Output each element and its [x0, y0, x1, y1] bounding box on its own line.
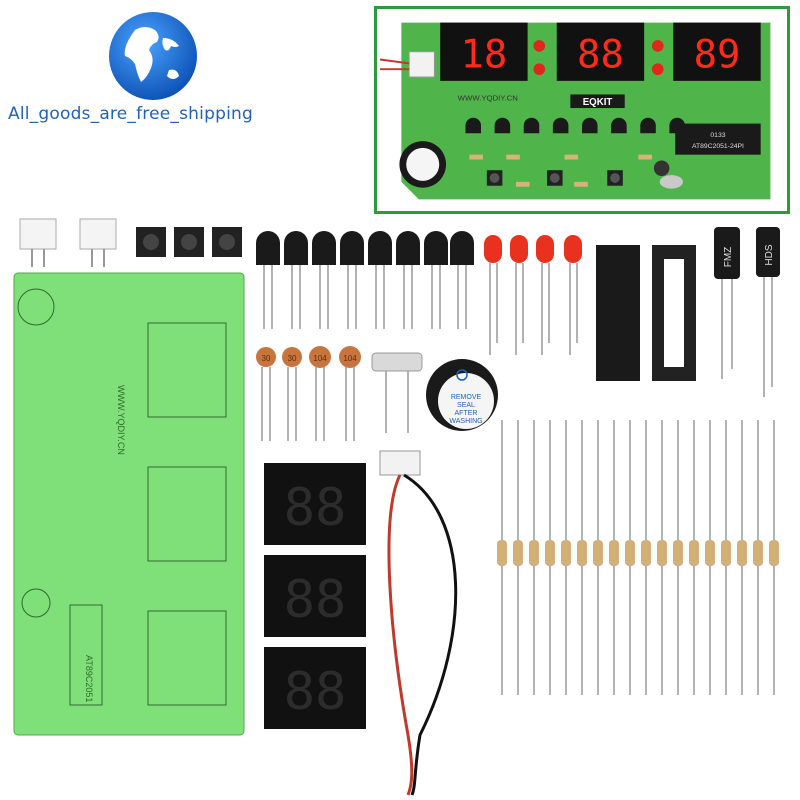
assembled-board-photo: 18 88 89 WWW.YQDIY.CN EQKIT 0133 AT89C20… — [374, 6, 790, 214]
cap-code-1: 30 — [262, 354, 271, 363]
electrolytic-capacitors: FMZ HDS — [714, 227, 780, 397]
cap-code-2: 30 — [288, 354, 297, 363]
cap-label-1: FMZ — [723, 247, 734, 268]
buzzer-line-2: SEAL — [457, 402, 475, 409]
svg-text:88: 88 — [284, 570, 347, 630]
push-buttons — [136, 227, 242, 257]
buzzer: REMOVE SEAL AFTER WASHING — [426, 359, 498, 431]
connector-2pin — [19, 218, 117, 267]
buzzer-line-3: AFTER — [455, 410, 478, 417]
kit-parts: WWW.YQDIY.CN AT89C2051 FMZ HDS 30 — [13, 218, 780, 796]
seven-seg-display: 18 — [440, 22, 528, 81]
board-url: WWW.YQDIY.CN — [458, 93, 518, 102]
mcu-label: AT89C2051-24PI — [692, 143, 744, 150]
cap-label-2: HDS — [764, 244, 775, 265]
buzzer-line-4: WASHING — [449, 418, 482, 425]
cap-code-4: 104 — [343, 354, 357, 363]
mcu-chip — [596, 245, 640, 381]
seven-seg-display: 89 — [673, 22, 761, 81]
display-digits-3: 89 — [694, 32, 741, 77]
pcb-chip-label: AT89C2051 — [84, 655, 94, 702]
seven-seg-display: 88 — [556, 22, 645, 81]
transistors — [256, 231, 474, 265]
buzzer-line-1: REMOVE — [451, 394, 482, 401]
pcb-url: WWW.YQDIY.CN — [116, 385, 126, 455]
display-digits-2: 88 — [577, 32, 624, 77]
board-brand: EQKIT — [583, 97, 613, 108]
cap-code-3: 104 — [313, 354, 327, 363]
svg-text:88: 88 — [284, 662, 347, 722]
svg-text:88: 88 — [284, 478, 347, 538]
resistors — [497, 420, 779, 695]
globe-icon — [109, 12, 197, 100]
bare-pcb: WWW.YQDIY.CN AT89C2051 — [13, 272, 245, 736]
display-digits-1: 18 — [461, 32, 508, 77]
crystal — [371, 352, 423, 372]
mcu-code: 0133 — [710, 132, 725, 139]
red-leds — [484, 235, 582, 355]
seven-seg-modules: 88 88 88 — [264, 463, 366, 729]
power-cable — [379, 450, 458, 796]
ceramic-capacitors: 30 30 104 104 — [256, 346, 361, 441]
store-slogan: All_goods_are_free_shipping — [8, 104, 253, 124]
